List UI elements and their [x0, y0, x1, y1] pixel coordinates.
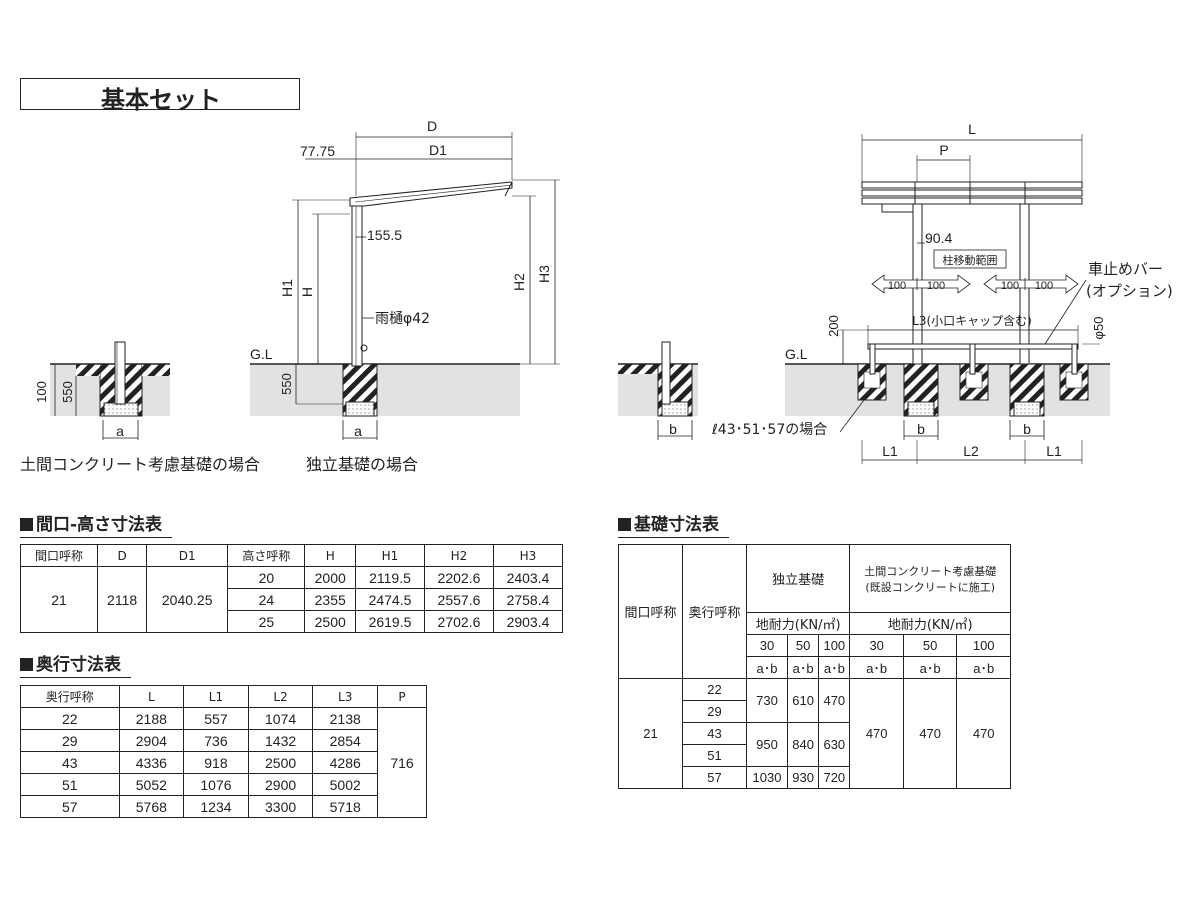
arrow-100-c: 100 [1001, 280, 1019, 292]
dim-a-side: a [354, 423, 362, 439]
slab-foundation: 100 550 a 土間コンクリート考慮基礎の場合 [20, 341, 260, 474]
dim-77-75: 77.75 [300, 143, 335, 159]
table1-title: 間口-高さ寸法表 [20, 510, 173, 538]
dim-200: 200 [826, 315, 841, 337]
page-title: 基本セット [101, 86, 221, 114]
dim-100-left: 100 [34, 381, 49, 403]
caption-independent: 独立基礎の場合 [306, 455, 418, 474]
arrow-100-a: 100 [888, 280, 906, 292]
post-range-label: 柱移動範囲 [943, 253, 998, 267]
dim-155-5: 155.5 [367, 227, 402, 243]
case-label: ℓ43･51･57の場合 [711, 422, 827, 438]
dim-L: L [968, 121, 976, 137]
table2-title: 奥行寸法表 [20, 650, 131, 678]
dim-b-front-2: b [1023, 421, 1031, 437]
dim-phi50: φ50 [1091, 317, 1106, 340]
dim-P: P [939, 142, 948, 158]
front-view: L P 90.4 柱移動範囲 100 100 100 100 L3(小口キャップ… [711, 121, 1173, 464]
dim-550-left: 550 [60, 381, 75, 403]
dim-D: D [427, 118, 437, 134]
title-box: 基本セット [20, 78, 300, 114]
option-label-stop-bar: 車止めバー [1088, 260, 1163, 278]
dim-b-front-1: b [917, 421, 925, 437]
dim-b-small: b [669, 421, 677, 437]
table3-title: 基礎寸法表 [618, 510, 729, 538]
dim-L3: L3(小口キャップ含む) [912, 313, 1032, 328]
gl-label-front: G.L [785, 346, 808, 362]
technical-drawing: 100 550 a 土間コンクリート考慮基礎の場合 D D1 77.75 155… [20, 118, 1173, 474]
dim-L1-right: L1 [1046, 443, 1062, 459]
small-foundation: b [618, 341, 698, 440]
dim-a-left: a [116, 423, 124, 439]
dim-90-4: 90.4 [925, 230, 952, 246]
side-view: D D1 77.75 155.5 H1 H H2 H3 雨樋φ42 G.L 55… [250, 118, 560, 474]
dim-550-side: 550 [279, 373, 294, 395]
arrow-100-d: 100 [1035, 280, 1053, 292]
dim-H1: H1 [279, 279, 295, 297]
option-label-optional: (オプション) [1086, 282, 1173, 300]
gutter-label: 雨樋φ42 [375, 311, 430, 327]
dim-H2: H2 [511, 273, 527, 291]
dim-L2: L2 [963, 443, 979, 459]
caption-slab: 土間コンクリート考慮基礎の場合 [20, 455, 260, 474]
gl-label-side: G.L [250, 346, 273, 362]
dim-H3: H3 [536, 265, 552, 283]
foundation-table: 間口呼称 奥行呼称 独立基礎 土間コンクリート考慮基礎 (既設コンクリートに施工… [618, 544, 1011, 789]
dim-L1-left: L1 [882, 443, 898, 459]
dim-H: H [299, 287, 315, 297]
dim-D1: D1 [429, 142, 447, 158]
arrow-100-b: 100 [927, 280, 945, 292]
